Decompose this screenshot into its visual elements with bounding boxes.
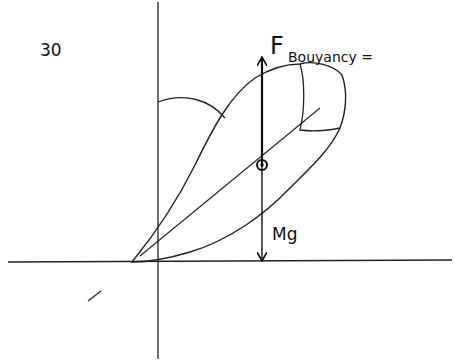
buoyancy-arrow <box>261 58 263 165</box>
center-dot-core <box>260 163 264 167</box>
angle-label: 30 <box>40 42 62 59</box>
force-label: F <box>270 34 284 58</box>
bottle-outline <box>132 63 346 262</box>
weight-arrow <box>261 165 262 260</box>
force-subscript: Bouyancy = <box>288 50 373 64</box>
angle-arc <box>158 98 225 118</box>
tick-mark <box>88 291 101 301</box>
bottle-axis <box>140 108 320 256</box>
center-dot <box>257 160 267 170</box>
weight-label: Mg <box>272 226 297 243</box>
ground-line <box>8 260 452 262</box>
vertical-axis <box>157 2 158 359</box>
bottle-cap <box>300 64 340 131</box>
